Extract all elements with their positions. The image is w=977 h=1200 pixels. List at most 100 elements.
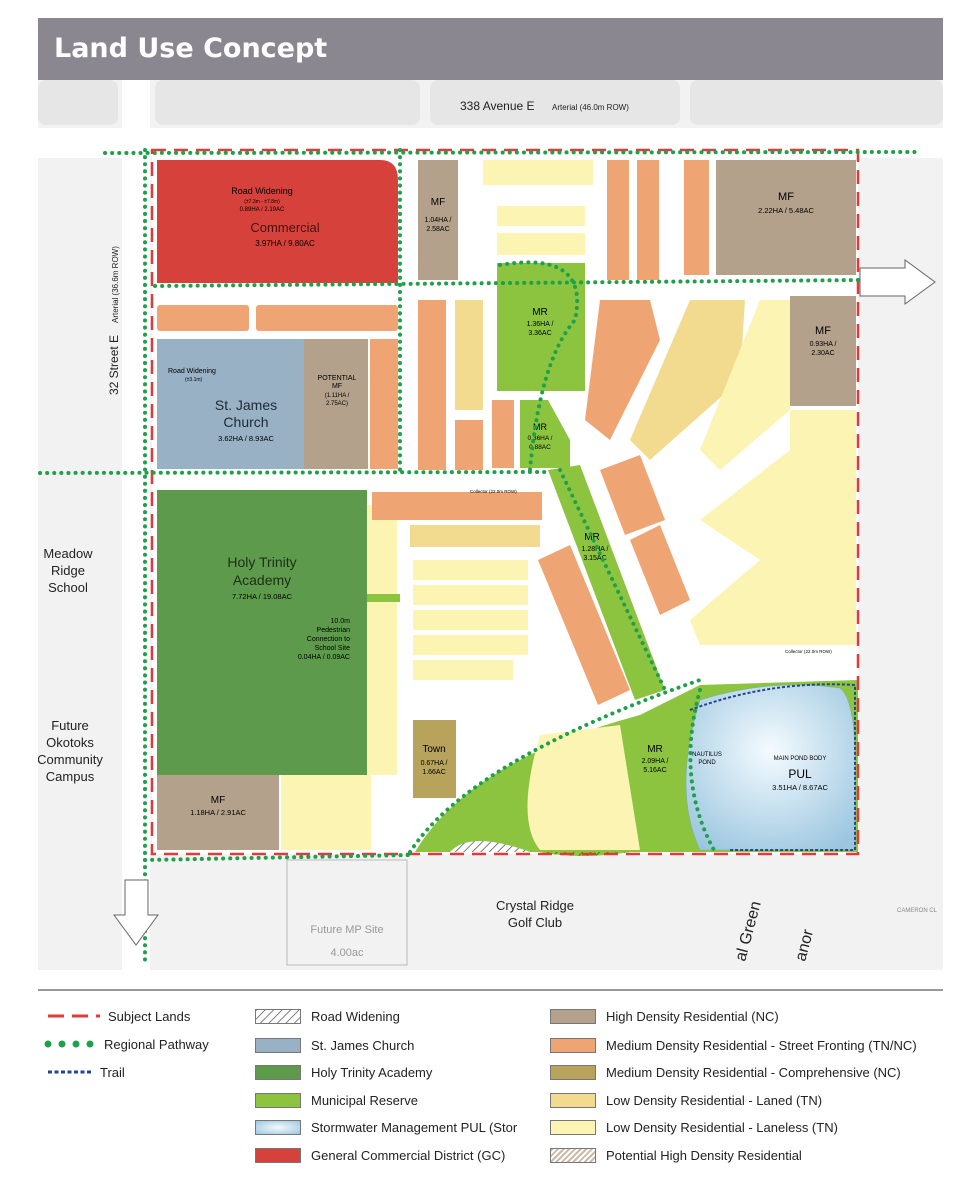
label-nautilus-2: POND xyxy=(698,760,716,766)
legend-label: Medium Density Residential - Street Fron… xyxy=(606,1037,917,1053)
label-cameron: CAMERON CL xyxy=(897,908,938,914)
green-dots-icon xyxy=(44,1040,94,1048)
label-meadow-3: School xyxy=(48,580,88,595)
label-future-mp: Future MP Site xyxy=(310,924,383,936)
swatch xyxy=(550,1119,596,1135)
label-ped-3: Connection to xyxy=(307,636,350,643)
label-mf-1-a: 1.04HA / xyxy=(425,217,452,224)
legend-hdr: High Density Residential (NC) xyxy=(550,1006,779,1026)
road-label-north: 338 Avenue E xyxy=(460,99,535,113)
label-ped-1: 10.0m xyxy=(331,618,351,625)
legend-label: Road Widening xyxy=(311,1008,400,1024)
label-mf-2: MF xyxy=(778,191,794,203)
swatch xyxy=(255,1092,301,1108)
legend-potential-hdr: Potential High Density Residential xyxy=(550,1145,802,1165)
label-holy-trinity-1: Holy Trinity xyxy=(227,554,296,570)
label-mr-1-b: 3.36AC xyxy=(528,330,551,337)
legend-subject-lands: Subject Lands xyxy=(48,1006,190,1026)
legend-road-widening: Road Widening xyxy=(255,1006,400,1026)
label-commercial-area: 3.97HA / 9.80AC xyxy=(255,239,315,248)
legend-label: Regional Pathway xyxy=(104,1036,209,1052)
label-pmf-2: MF xyxy=(332,383,342,390)
label-golf-1: Crystal Ridge xyxy=(496,898,574,913)
label-future-mp-area: 4.00ac xyxy=(330,947,364,959)
label-future-2: Okotoks xyxy=(46,735,94,750)
legend-label: Low Density Residential - Laneless (TN) xyxy=(606,1119,838,1135)
label-church-2: Church xyxy=(223,414,268,430)
label-mr-1: MR xyxy=(532,307,548,318)
parcel-commercial[interactable] xyxy=(157,160,398,283)
pedestrian-connection xyxy=(367,594,400,602)
parcel-mr-2[interactable] xyxy=(520,400,570,468)
hatch-swatch-icon xyxy=(255,1008,301,1024)
label-mr-4: MR xyxy=(647,744,663,755)
collector-label-2: Collector (22.0m ROW) xyxy=(470,489,517,494)
swatch xyxy=(255,1064,301,1080)
swatch xyxy=(255,1037,301,1053)
legend-label: Municipal Reserve xyxy=(311,1092,418,1108)
arrow-south-icon xyxy=(113,879,159,946)
parcel-mr-3[interactable] xyxy=(548,465,665,700)
label-mf-1-b: 2.58AC xyxy=(426,226,449,233)
swatch xyxy=(255,1147,301,1163)
arrow-east-icon xyxy=(859,259,936,305)
label-mf-2-area: 2.22HA / 5.48AC xyxy=(758,206,814,215)
label-ped-5: 0.04HA / 0.09AC xyxy=(298,654,350,661)
label-town-b: 1.66AC xyxy=(422,769,445,776)
swatch xyxy=(255,1119,301,1135)
label-road-widening-west: Road Widening xyxy=(168,368,216,375)
label-church-1: St. James xyxy=(215,397,277,413)
label-mf-1: MF xyxy=(431,197,445,208)
swatch xyxy=(550,1147,596,1163)
land-use-map: 338 Avenue E Arterial (46.0m ROW) 32 Str… xyxy=(38,80,943,970)
label-meadow-1: Meadow xyxy=(43,546,93,561)
label-mr-2-a: 0.36HA / xyxy=(528,435,553,442)
legend-regional-pathway: Regional Pathway xyxy=(44,1034,209,1054)
label-mr-2: MR xyxy=(533,422,547,432)
label-pmf-4: 2.75AC) xyxy=(326,401,348,407)
parcel-mf-2[interactable] xyxy=(716,160,856,275)
legend-st-james-church: St. James Church xyxy=(255,1035,414,1055)
legend-label: High Density Residential (NC) xyxy=(606,1008,779,1024)
parcel-mf-1[interactable] xyxy=(418,160,458,280)
label-town: Town xyxy=(422,744,445,755)
label-meadow-2: Ridge xyxy=(51,563,85,578)
swatch xyxy=(550,1064,596,1080)
label-mr-1-a: 1.36HA / xyxy=(527,321,554,328)
legend-label: Medium Density Residential - Comprehensi… xyxy=(606,1064,901,1080)
legend-trail: Trail xyxy=(48,1062,125,1082)
collector-label: Collector (22.0m ROW) xyxy=(785,649,832,654)
parcel-st-james-church[interactable] xyxy=(157,339,304,469)
label-pul-area: 3.51HA / 8.67AC xyxy=(772,783,828,792)
blue-dotted-line-icon xyxy=(48,1070,92,1074)
parcel-potential-mf[interactable] xyxy=(304,339,368,469)
label-mr-2-b: 0.88AC xyxy=(529,444,551,451)
dashed-red-line-icon xyxy=(48,1014,100,1018)
label-golf-2: Golf Club xyxy=(508,915,562,930)
legend-ldr-laned: Low Density Residential - Laned (TN) xyxy=(550,1090,822,1110)
parcel-mf-4[interactable] xyxy=(157,775,279,850)
parcel-holy-trinity-academy[interactable] xyxy=(157,490,367,775)
label-mf-4-area: 1.18HA / 2.91AC xyxy=(190,808,246,817)
road-label-north-sub: Arterial (46.0m ROW) xyxy=(552,103,629,112)
label-mr-4-a: 2.09HA / xyxy=(642,758,669,765)
stormwater-pond[interactable] xyxy=(685,684,856,851)
subject-lands-boundary xyxy=(150,148,860,856)
label-mr-3: MR xyxy=(584,532,600,543)
label-mr-3-a: 1.28HA / xyxy=(582,546,609,553)
parcel-mf-3[interactable] xyxy=(790,296,856,406)
label-town-a: 0.67HA / xyxy=(421,760,448,767)
legend-label: Subject Lands xyxy=(108,1008,191,1024)
label-mr-3-b: 3.15AC xyxy=(583,555,606,562)
label-mf-3: MF xyxy=(815,325,831,337)
label-mr-4-b: 5.16AC xyxy=(643,767,666,774)
label-future-4: Campus xyxy=(46,769,95,784)
label-future-3: Community xyxy=(38,752,103,767)
legend-holy-trinity: Holy Trinity Academy xyxy=(255,1062,432,1082)
trail-line xyxy=(689,683,856,851)
page-title: Land Use Concept xyxy=(54,33,328,64)
legend-mdr-street: Medium Density Residential - Street Fron… xyxy=(550,1035,917,1055)
legend-label: Trail xyxy=(100,1064,125,1080)
label-mf-3-a: 0.93HA / xyxy=(810,341,837,348)
parcel-town[interactable] xyxy=(413,720,456,798)
